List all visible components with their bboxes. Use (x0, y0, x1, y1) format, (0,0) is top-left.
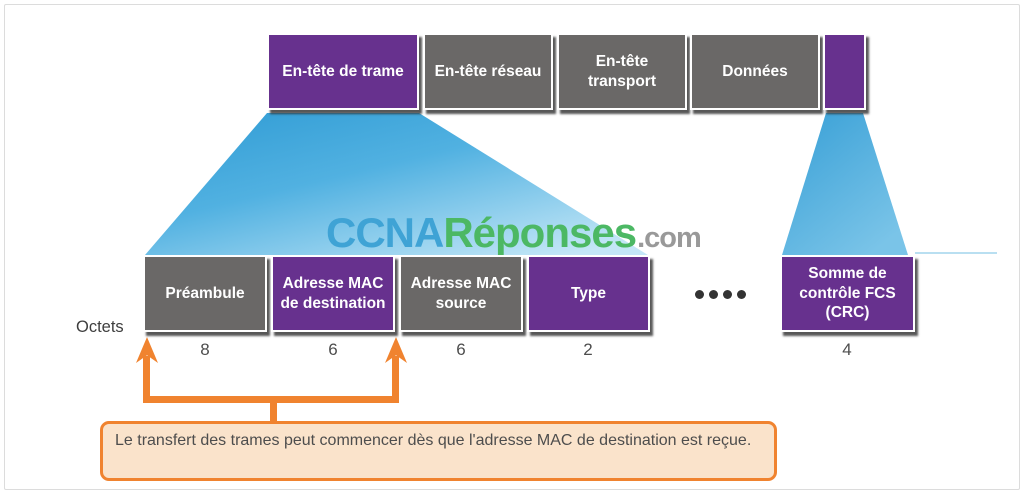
box-network-header: En-tête réseau (423, 33, 553, 110)
bracket-horizontal-line (143, 396, 399, 403)
bytecount-type: 2 (583, 340, 593, 359)
bytecount-source-mac: 6 (456, 340, 466, 359)
box-frame-header: En-tête de trame (267, 33, 419, 110)
frame-header-funnel (145, 113, 648, 255)
bytecount-fcs: 4 (842, 340, 852, 359)
ellipsis-dots (695, 290, 746, 299)
watermark-ccna: CCNA (326, 209, 444, 256)
box-frame-trailer (823, 33, 866, 110)
field-fcs: Somme de contrôle FCS (CRC) (780, 255, 915, 332)
dot-icon (737, 290, 746, 299)
fcs-funnel (782, 113, 908, 255)
field-type: Type (527, 255, 650, 332)
dot-icon (723, 290, 732, 299)
fcs-guide-line (915, 252, 997, 254)
octets-label: Octets (76, 318, 124, 336)
field-destination-mac: Adresse MAC de destination (271, 255, 395, 332)
bytecount-destination-mac: 6 (328, 340, 338, 359)
dot-icon (709, 290, 718, 299)
box-transport-header: En-tête transport (557, 33, 687, 110)
bracket-stem-line (270, 403, 277, 423)
watermark-com: .com (637, 222, 702, 254)
dot-icon (695, 290, 704, 299)
field-source-mac: Adresse MAC source (399, 255, 523, 332)
bracket-left-line (143, 356, 150, 403)
callout-note: Le transfert des trames peut commencer d… (100, 421, 777, 481)
bytecount-preamble: 8 (200, 340, 210, 359)
box-data: Données (690, 33, 820, 110)
bracket-right-line (392, 356, 399, 403)
field-preamble: Préambule (143, 255, 267, 332)
watermark-reponses: Réponses (443, 209, 637, 256)
